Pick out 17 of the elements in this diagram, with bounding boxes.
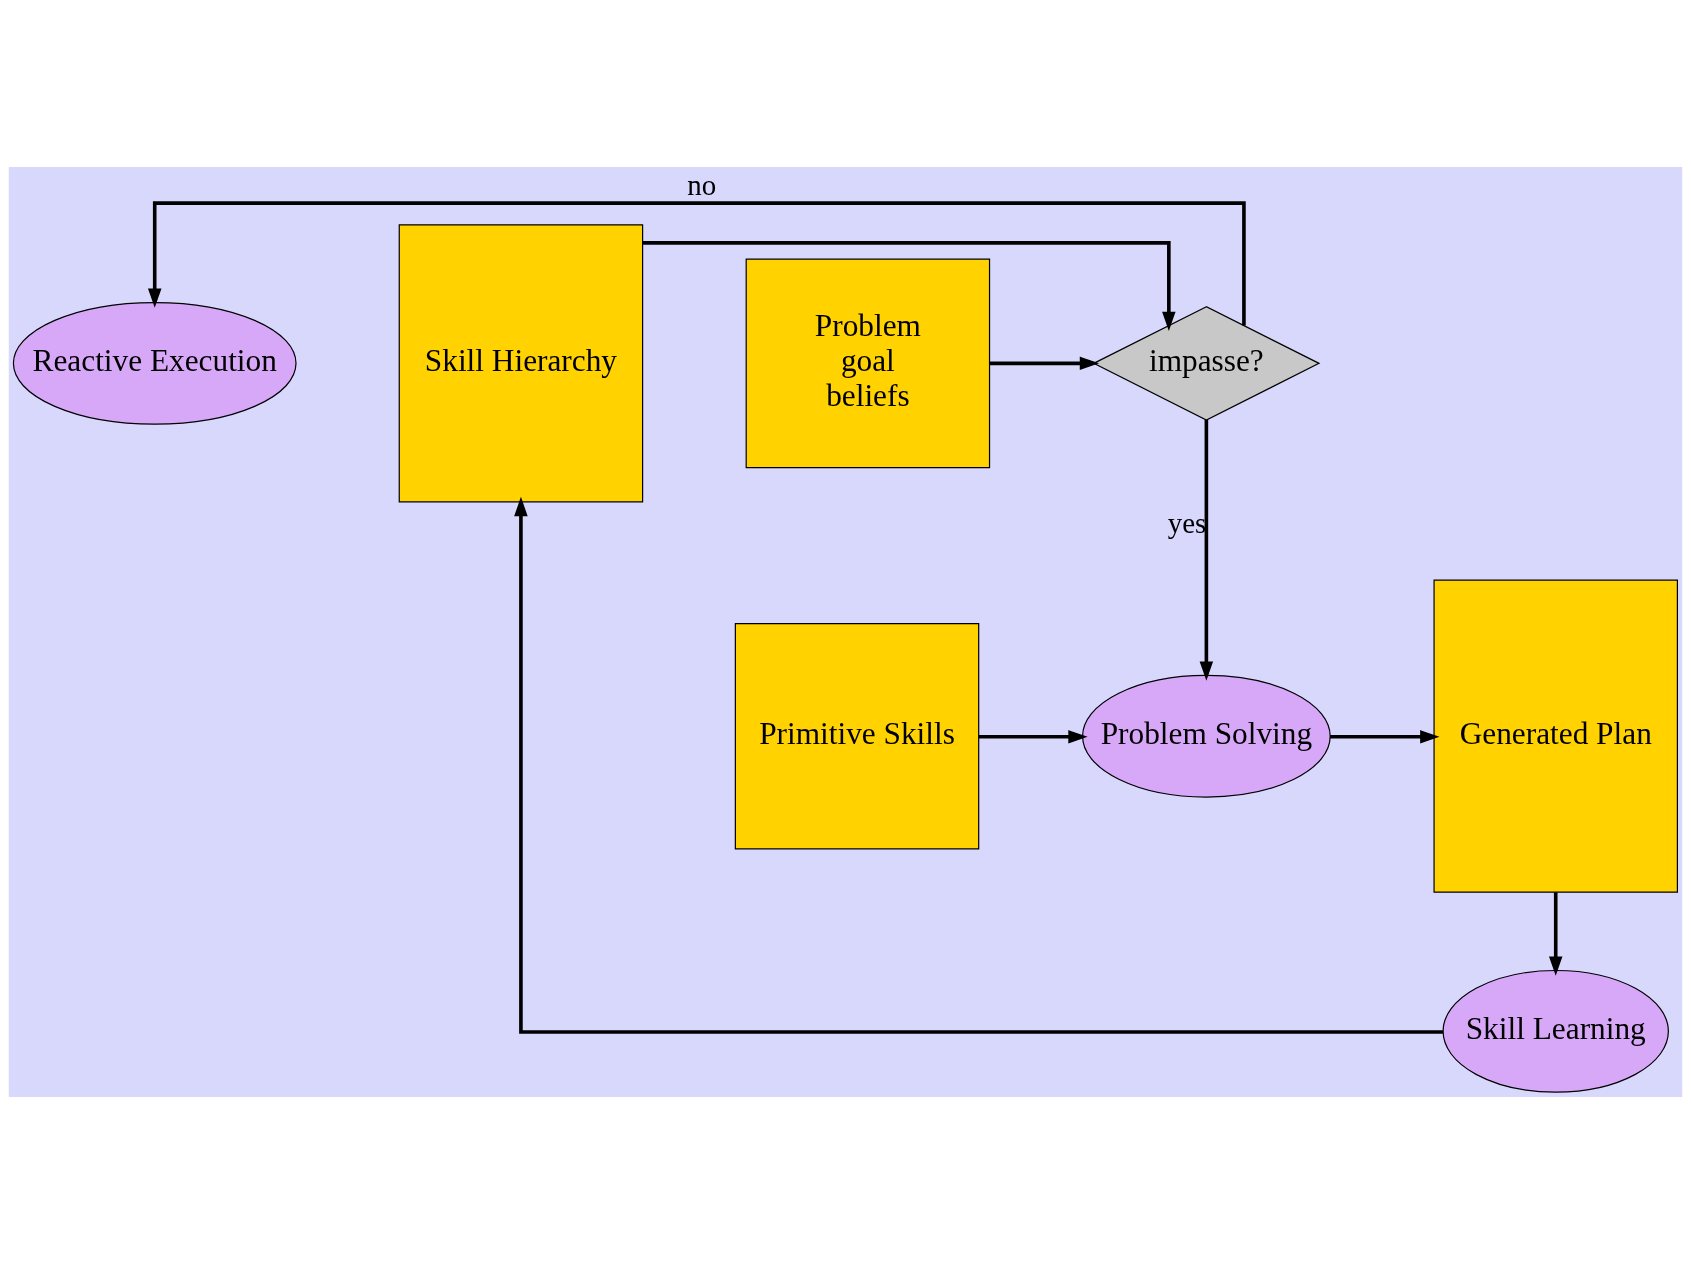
arrow: [147, 201, 1246, 326]
node-ellipse: Skill Learning: [1442, 969, 1669, 1093]
node-box: Problem goal beliefs: [745, 258, 991, 469]
edge-label: no: [687, 168, 717, 201]
node-box: Primitive Skills: [734, 622, 980, 850]
node-ellipse: Problem Solving: [1082, 674, 1331, 798]
arrow: [978, 730, 1088, 744]
node-box: Generated Plan: [1433, 579, 1678, 893]
arrow: [1330, 730, 1440, 744]
arrow: [514, 496, 1443, 1034]
arrow: [1548, 892, 1563, 976]
arrow: [642, 241, 1176, 332]
arrow: [1199, 420, 1214, 681]
edge-label: yes: [1167, 507, 1207, 540]
arrow: [989, 356, 1100, 371]
node-ellipse: Reactive Execution: [12, 301, 297, 425]
node-box: Skill Hierarchy: [398, 224, 644, 503]
